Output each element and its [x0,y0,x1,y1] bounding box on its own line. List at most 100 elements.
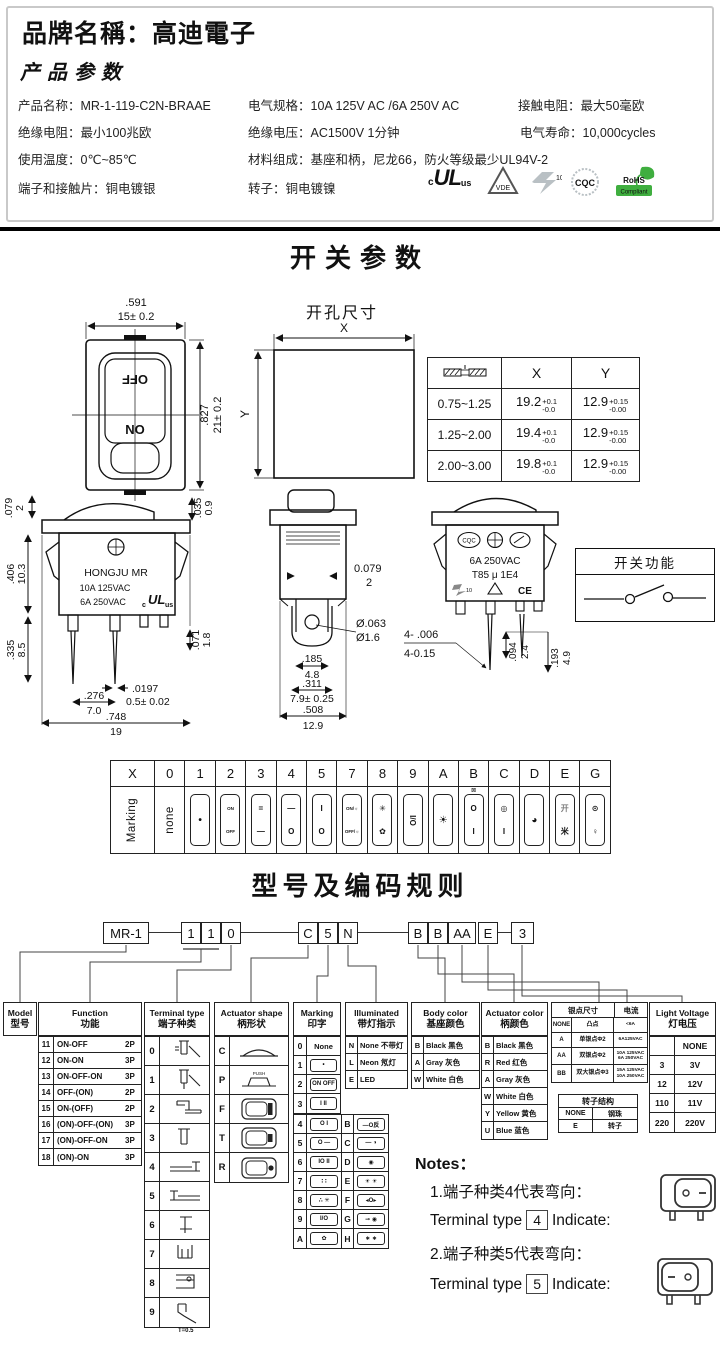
svg-text:2: 2 [14,505,26,511]
terminal-thickness-note: T=0.5 [178,1328,194,1334]
svg-text:c: c [142,602,146,609]
marking-row-label: Marking [111,787,155,853]
marking-print-icon-E: ☀ ☀ [357,1174,385,1188]
marking-code-A: A [428,761,459,787]
terminal-drawing-7 [160,1241,209,1267]
svg-text:.079: .079 [3,498,15,519]
end-view-drawing: 0.079 2 Ø.063 Ø1.6 .185 4.8 .311 7.9± 0.… [230,480,398,757]
marking-icon-1: • [190,794,211,846]
code-box-3-0: 0 [221,922,241,944]
function-row-16: 16(ON)-OFF-(ON)3P [39,1117,141,1133]
svg-text:15± 0.2: 15± 0.2 [118,311,155,323]
cqc-logo: CQC [570,167,600,202]
svg-text:10A 125VAC: 10A 125VAC [80,583,131,593]
terminal-row-5: 5 [145,1182,209,1211]
marking-print-icon-H: ∗ ∗ [357,1232,385,1245]
cutout-dimension-table: X Y 0.75~1.25 19.2+0.1-0.0 12.9+0.15-0.0… [427,357,640,482]
marking-print-icon-G: ⊸ ◉ [357,1212,385,1226]
svg-text:0.079: 0.079 [354,563,382,575]
terminal-row-1: 1 [145,1066,209,1095]
code-connector [358,932,408,934]
note-2-cn: 2.端子种类5代表弯向： [430,1246,592,1263]
dim-row-2: 1.25~2.00 19.4+0.1-0.0 12.9+0.15-0.00 [427,419,640,451]
marking-code-7: 7 [337,761,368,787]
marking-symbol-8: ✳✿ [368,787,399,853]
current-header: 电流 [623,1005,639,1015]
marking-print-icon-5: O — [310,1136,338,1150]
svg-text:X: X [340,321,348,335]
svg-text:CQC: CQC [575,178,596,188]
svg-text:.591: .591 [125,297,146,309]
svg-text:.508: .508 [303,704,324,716]
terminal-drawing-5 [160,1183,209,1209]
shape-drawing-F [230,1096,288,1122]
spec-terminal-plating: 端子和接触片：铜电镀银 [18,182,156,196]
code-box-10-E: E [478,922,498,944]
svg-text:开孔尺寸: 开孔尺寸 [306,304,378,322]
marking-symbol-D: ◕ [520,787,551,853]
svg-text:21± 0.2: 21± 0.2 [212,397,224,434]
terminal-drawing-2 [160,1096,209,1122]
marking-symbol-4: —O [277,787,307,853]
svg-text:12.9: 12.9 [303,720,324,732]
marking-symbol-9: I/O [398,787,429,853]
code-box-6-N: N [338,922,358,944]
code-box-5-5: 5 [318,922,338,944]
svg-text:Ø1.6: Ø1.6 [356,632,380,644]
svg-text:RoHS: RoHS [623,176,645,185]
svg-text:8.5: 8.5 [16,643,28,658]
code-box-9-AA: AA [448,922,476,944]
terminal-row-7: 7 [145,1240,209,1269]
marking-print-row-A-H: A✿H∗ ∗ [294,1229,388,1248]
svg-text:10: 10 [556,175,562,182]
spec-product-name: 产品名称：MR-1-119-C2N-BRAAE [18,99,211,113]
rotor-structure-title: 转子结构 [559,1095,637,1108]
marking-print-icon-3: I II [310,1097,337,1110]
svg-text:Y: Y [238,410,252,418]
terminal-row-0: 0 [145,1037,209,1066]
shape-drawing-P: PUSH [230,1067,288,1093]
svg-text:.185: .185 [302,653,323,665]
svg-text:6A 250VAC: 6A 250VAC [80,597,126,607]
svg-text:4- .006: 4- .006 [404,629,438,641]
spec-material: 材料组成：基座和柄，尼龙66，防火等级最少UL94V-2 [248,153,549,167]
marking-icon-7: ON/☼OFF/☼ [342,794,363,846]
marking-symbol-G: ⊙♀ [580,787,611,853]
svg-text:UL: UL [148,592,165,607]
svg-text:CQC: CQC [462,539,476,545]
marking-code-D: D [519,761,551,787]
marking-icon-E: 开米 [554,794,575,846]
dim-row-1: 0.75~1.25 19.2+0.1-0.0 12.9+0.15-0.00 [427,388,640,420]
svg-text:Compliant: Compliant [620,190,647,196]
light-row-none: NONE [650,1037,715,1056]
marking-print-icon-F: ◂O▸ [357,1193,385,1207]
svg-text:.035: .035 [192,498,204,519]
code-box-7-B: B [408,922,428,944]
marking-print-icon-7: ∶ ∶ [310,1174,338,1188]
